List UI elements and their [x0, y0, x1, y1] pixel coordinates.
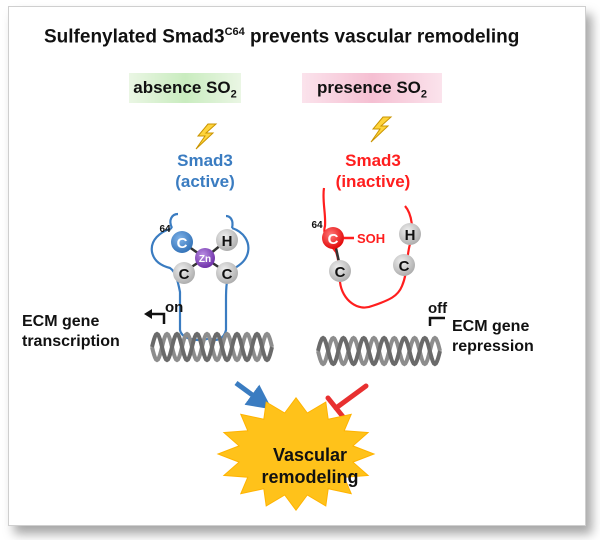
histidine-node [216, 229, 238, 251]
off-label: off [428, 300, 448, 317]
cysteine-label: C [179, 266, 190, 283]
sulfenylated-cysteine-node [322, 227, 344, 249]
remodeling-starburst [216, 396, 376, 512]
histidine-label: H [405, 227, 416, 244]
off-symbol-icon [428, 316, 445, 326]
stimulus-bolt-icon [370, 116, 393, 143]
smad3-inactive-label: Smad3(inactive) [335, 151, 411, 191]
condition-absence-label: absence SO2 [129, 73, 241, 103]
smad3-inactive-structure [322, 187, 414, 309]
activation-arrow [234, 380, 273, 410]
cysteine-node [329, 260, 351, 282]
smad3-active-label: Smad3(active) [175, 151, 235, 191]
stimulus-bolt-icon [195, 123, 218, 150]
on-label: on [165, 299, 184, 316]
residue-number: 64 [311, 220, 323, 231]
dna-strand [150, 331, 274, 363]
cysteine-label: C [335, 264, 346, 281]
dna-strand [316, 335, 442, 367]
cysteine-node [173, 262, 195, 284]
cysteine-node [393, 254, 415, 276]
figure-title: Sulfenylated Smad3C64 prevents vascular … [44, 26, 520, 48]
on-arrow-head [144, 309, 152, 319]
histidine-label: H [222, 233, 233, 250]
soh-label: SOH [357, 231, 385, 246]
zinc-ion [195, 248, 215, 268]
condition-presence-label: presence SO2 [302, 73, 442, 103]
residue-number: 64 [159, 224, 171, 235]
cysteine-label: C [177, 235, 188, 252]
cysteine-label: C [399, 258, 410, 275]
zinc-label: Zn [199, 254, 211, 265]
inhibition-bar [325, 383, 369, 421]
cysteine-node [171, 231, 193, 253]
histidine-node [399, 223, 421, 245]
dna-helix-left [150, 331, 274, 363]
cysteine-label: C [222, 266, 233, 283]
cysteine-label: C [328, 231, 339, 248]
cysteine-node [216, 262, 238, 284]
on-arrow-icon [150, 312, 166, 324]
dna-helix-right [316, 335, 442, 367]
